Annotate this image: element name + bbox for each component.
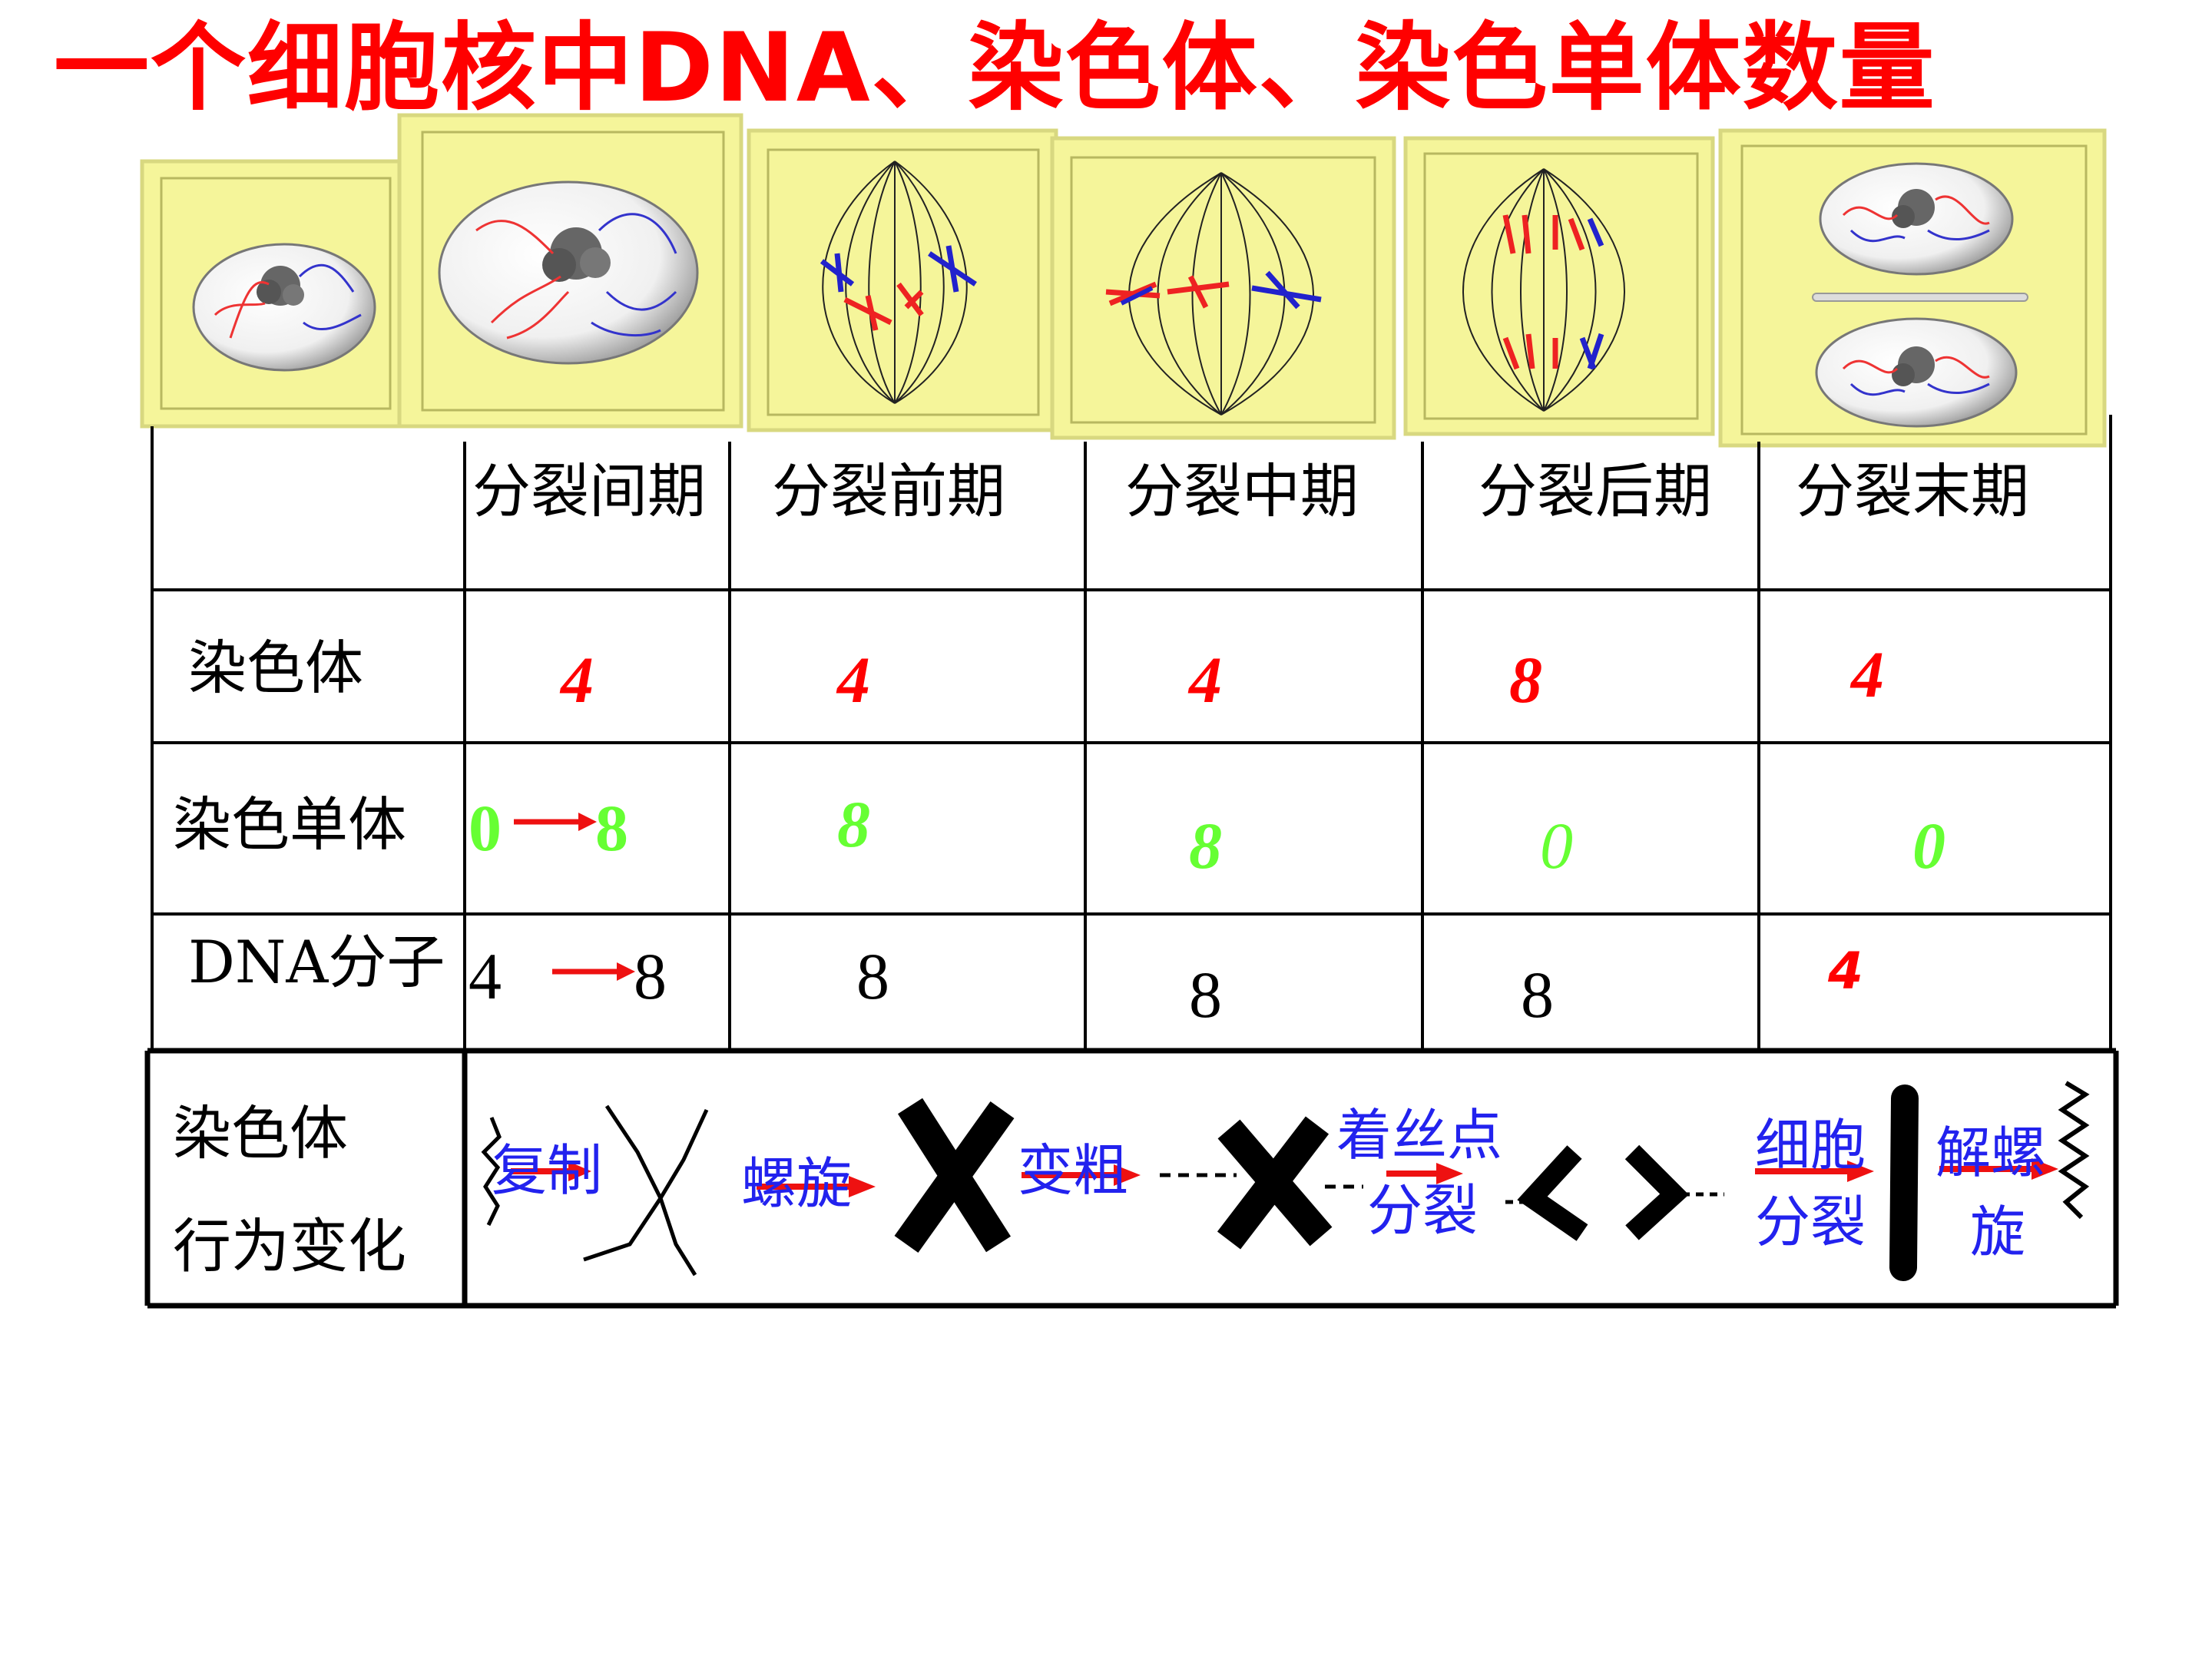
row-label-dna: DNA分子 <box>188 928 445 996</box>
chromatid-count-prophase: 8 <box>837 787 870 861</box>
chromatid-count-telophase: 0 <box>1912 809 1945 882</box>
behavior-label-line2: 行为变化 <box>173 1212 406 1280</box>
cell-prophase-image <box>747 128 1058 432</box>
step-centromere-label-line2: 分裂 <box>1367 1178 1479 1243</box>
row-label-chromatid: 染色单体 <box>173 790 406 859</box>
chromatid-count-interphase-end: 8 <box>595 791 628 865</box>
cell-metaphase-image <box>1050 136 1396 440</box>
chromatid-count-anaphase: 0 <box>1540 809 1573 882</box>
chromosome-count-anaphase: 8 <box>1509 643 1542 717</box>
step-thicken-label: 变粗 <box>1018 1138 1129 1203</box>
chromosome-count-prophase: 4 <box>837 643 870 717</box>
chromatid-count-metaphase: 8 <box>1189 809 1222 882</box>
dna-count-anaphase: 8 <box>1521 958 1554 1031</box>
page-title: 一个细胞核中DNA、染色体、染色单体数量 <box>54 13 1936 124</box>
chromatid-increase-arrow-icon <box>514 813 597 831</box>
step-cell-division-label-line1: 细胞 <box>1755 1113 1866 1177</box>
stage-header-telophase: 分裂末期 <box>1796 457 2029 525</box>
mitosis-cell-illustrations <box>140 113 2107 448</box>
chromosome-count-metaphase: 4 <box>1189 643 1222 717</box>
step-spiral-label: 螺旋 <box>741 1151 853 1216</box>
stage-header-anaphase: 分裂后期 <box>1479 457 1712 525</box>
step-despiral-label-line1: 解螺 <box>1936 1121 2047 1185</box>
step-despiral-label-line2: 旋 <box>1970 1200 2026 1264</box>
dna-count-interphase-start: 4 <box>469 939 502 1013</box>
stage-header-metaphase: 分裂中期 <box>1125 457 1359 525</box>
dna-count-telophase: 4 <box>1828 942 1863 1001</box>
chromosome-count-interphase: 4 <box>561 643 594 717</box>
cell-interphase-late-image <box>397 113 743 429</box>
chromosome-count-telophase: 4 <box>1851 637 1884 711</box>
stage-header-interphase: 分裂间期 <box>472 457 706 525</box>
dna-count-metaphase: 8 <box>1189 958 1222 1031</box>
cell-interphase-early-image <box>140 159 409 429</box>
behavior-label-line1: 染色体 <box>173 1099 348 1167</box>
chromatid-count-interphase-start: 0 <box>469 791 502 865</box>
dna-count-interphase-end: 8 <box>634 939 667 1013</box>
stage-header-prophase: 分裂前期 <box>772 457 1005 525</box>
dna-increase-arrow-icon <box>552 962 635 981</box>
step-centromere-label-line1: 着丝点 <box>1336 1103 1503 1167</box>
dna-count-prophase: 8 <box>856 939 889 1013</box>
row-label-chromosome: 染色体 <box>188 634 363 702</box>
cell-anaphase-image <box>1403 136 1715 436</box>
cell-telophase-image <box>1718 128 2107 448</box>
step-replicate-label: 复制 <box>492 1138 603 1203</box>
step-cell-division-label-line2: 分裂 <box>1755 1190 1866 1254</box>
